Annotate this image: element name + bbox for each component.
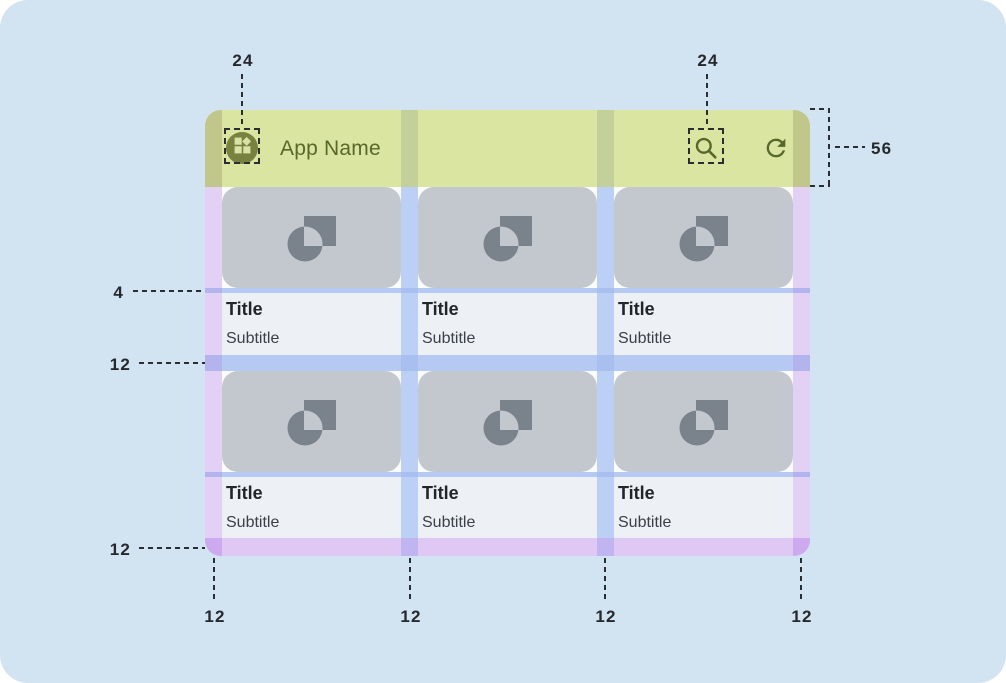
overlap-tint (793, 288, 810, 293)
card-subtitle: Subtitle (226, 513, 280, 531)
card-title: Title (422, 299, 459, 319)
search-icon (693, 137, 719, 165)
measure-box-search-icon (688, 128, 724, 164)
measure-label-gutter-2: 12 (595, 607, 617, 626)
card-image (222, 187, 401, 288)
card-subtitle: Subtitle (422, 329, 476, 347)
card[interactable]: Title Subtitle (222, 187, 401, 355)
measure-line (828, 108, 830, 187)
card-subtitle: Subtitle (226, 329, 280, 347)
card-subtitle: Subtitle (618, 513, 672, 531)
overlap-tint (597, 472, 614, 477)
overlap-tint (401, 472, 418, 477)
card-title: Title (618, 483, 655, 503)
overlap-tint (793, 355, 810, 371)
overlap-tint (205, 472, 222, 477)
measure-line (133, 290, 205, 292)
measure-line (810, 108, 830, 110)
measure-label-app-icon: 24 (232, 51, 254, 70)
measure-label-bottom-margin: 12 (109, 540, 131, 559)
image-placeholder-icon (287, 399, 336, 446)
card-title: Title (618, 299, 655, 319)
overlap-tint (401, 288, 418, 293)
card-text: Title Subtitle (222, 293, 401, 355)
image-placeholder-icon (483, 399, 532, 446)
overlap-tint (793, 472, 810, 477)
widgets-icon (233, 136, 252, 160)
card[interactable]: Title Subtitle (418, 187, 597, 355)
overlap-tint (401, 538, 418, 556)
measure-label-image-text-gap: 4 (113, 283, 124, 302)
margin-highlight (205, 110, 222, 187)
refresh-icon (762, 138, 790, 166)
image-placeholder-icon (483, 215, 532, 262)
image-placeholder-icon (679, 399, 728, 446)
overlap-tint (793, 538, 810, 556)
measure-line (800, 558, 802, 603)
margin-highlight (205, 187, 222, 556)
overlap-tint (597, 288, 614, 293)
spacing-band-12 (205, 355, 810, 371)
card-text: Title Subtitle (418, 293, 597, 355)
gutter-highlight (597, 110, 614, 187)
gutter-highlight (401, 187, 418, 556)
margin-highlight (793, 187, 810, 556)
card-subtitle: Subtitle (422, 513, 476, 531)
card-image (614, 371, 793, 472)
measure-label-right-margin: 12 (791, 607, 813, 626)
measure-line (139, 547, 205, 549)
measure-line (810, 185, 830, 187)
image-placeholder-icon (679, 215, 728, 262)
card-image (614, 187, 793, 288)
search-button[interactable] (693, 135, 719, 161)
card-title: Title (226, 299, 263, 319)
measure-line (213, 558, 215, 603)
card-image (418, 371, 597, 472)
measure-label-action-icon: 24 (697, 51, 719, 70)
app-title: App Name (280, 136, 381, 160)
top-app-bar: App Name (205, 110, 810, 187)
measure-label-left-margin: 12 (204, 607, 226, 626)
measure-line (409, 558, 411, 603)
overlap-tint (401, 355, 418, 371)
measure-label-appbar-height: 56 (871, 139, 893, 158)
margin-highlight (793, 110, 810, 187)
overlap-tint (597, 355, 614, 371)
spacing-band-4 (205, 472, 810, 477)
card-subtitle: Subtitle (618, 329, 672, 347)
overlap-tint (205, 288, 222, 293)
refresh-button[interactable] (762, 134, 790, 162)
card[interactable]: Title Subtitle (614, 187, 793, 355)
card-text: Title Subtitle (222, 477, 401, 539)
measure-label-row-gap: 12 (109, 355, 131, 374)
overlap-tint (205, 355, 222, 371)
card-text: Title Subtitle (418, 477, 597, 539)
card-title: Title (226, 483, 263, 503)
app-icon-button[interactable] (226, 132, 258, 164)
measure-line (241, 74, 243, 126)
measure-line (706, 74, 708, 126)
overlap-tint (205, 538, 222, 556)
measure-line (604, 558, 606, 603)
card-text: Title Subtitle (614, 477, 793, 539)
overlap-tint (597, 538, 614, 556)
card-image (418, 187, 597, 288)
app-mockup: App Name Title (205, 110, 810, 556)
image-placeholder-icon (287, 215, 336, 262)
measure-box-app-icon (224, 128, 260, 164)
gutter-highlight (401, 110, 418, 187)
card[interactable]: Title Subtitle (614, 371, 793, 539)
measure-line (139, 362, 205, 364)
measure-label-gutter-1: 12 (400, 607, 422, 626)
spacing-band-4 (205, 288, 810, 293)
gutter-highlight (597, 187, 614, 556)
bottom-margin-band (205, 538, 810, 556)
card[interactable]: Title Subtitle (222, 371, 401, 539)
card-image (222, 371, 401, 472)
card-text: Title Subtitle (614, 293, 793, 355)
card[interactable]: Title Subtitle (418, 371, 597, 539)
card-title: Title (422, 483, 459, 503)
measure-line (835, 146, 865, 148)
